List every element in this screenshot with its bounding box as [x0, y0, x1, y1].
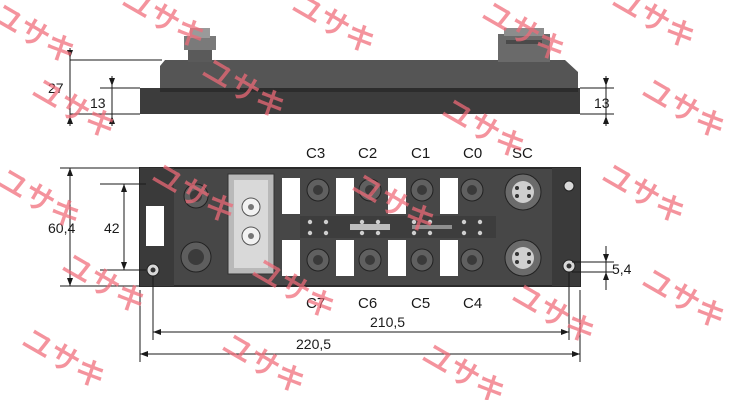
watermark-stamp: ユサキ	[637, 262, 731, 336]
watermark-stamp: ユサキ	[17, 322, 111, 396]
port-label-c7: C7	[306, 295, 325, 312]
port-label-strips	[282, 178, 458, 276]
sc-connector-bottom	[504, 239, 542, 277]
m8-connectors-bottom	[306, 248, 484, 272]
dim-base-13-left: 13	[90, 95, 106, 111]
port-label-c1: C1	[411, 145, 430, 162]
watermark-stamp: ユサキ	[637, 72, 731, 146]
watermark-stamp: ユサキ	[27, 72, 121, 146]
dim-hole-offset-5-4: 5,4	[612, 261, 632, 277]
side-view-body	[160, 60, 578, 92]
dim-length-220-5: 220,5	[296, 336, 331, 352]
port-label-sc: SC	[512, 145, 533, 162]
watermark-stamp: ユサキ	[0, 0, 81, 71]
model-plate	[412, 225, 452, 229]
port-label-c0: C0	[463, 145, 482, 162]
side-view: 27 13 13	[48, 28, 614, 126]
power-connector-out	[180, 241, 212, 273]
dim-height-60-4: 60,4	[48, 220, 75, 236]
status-leds	[307, 219, 483, 236]
power-connector-in	[183, 183, 209, 209]
side-view-seam	[160, 88, 578, 92]
dim-height-27: 27	[48, 80, 64, 96]
watermark-stamp: ユサキ	[117, 0, 211, 56]
watermark-stamp: ユサキ	[417, 337, 511, 400]
port-label-c5: C5	[411, 295, 430, 312]
address-switch-panel	[227, 173, 275, 275]
front-view: C3 C2 C1 C0 SC C7 C6 C5 C4 60,4 42 5,4	[48, 145, 632, 362]
watermark-stamp: ユサキ	[597, 157, 691, 231]
port-label-c6: C6	[358, 295, 377, 312]
side-view-base	[140, 88, 580, 114]
side-view-right-connector	[498, 28, 550, 62]
watermark-stamp: ユサキ	[0, 162, 86, 236]
sc-connector-top	[504, 173, 542, 211]
port-label-c3: C3	[306, 145, 325, 162]
port-label-c2: C2	[358, 145, 377, 162]
watermark-stamp: ユサキ	[287, 0, 381, 61]
brand-logo	[350, 224, 390, 230]
label-window	[146, 206, 164, 246]
watermark-stamp: ユサキ	[57, 247, 151, 321]
dim-base-13-right: 13	[594, 95, 610, 111]
watermark-stamp: ユサキ	[607, 0, 701, 56]
dim-length-210-5: 210,5	[370, 314, 405, 330]
m8-connectors-top	[306, 178, 484, 202]
port-label-c4: C4	[463, 295, 482, 312]
side-view-left-connector	[184, 28, 216, 62]
watermark-stamp: ユサキ	[507, 277, 601, 351]
dim-height-42: 42	[104, 220, 120, 236]
